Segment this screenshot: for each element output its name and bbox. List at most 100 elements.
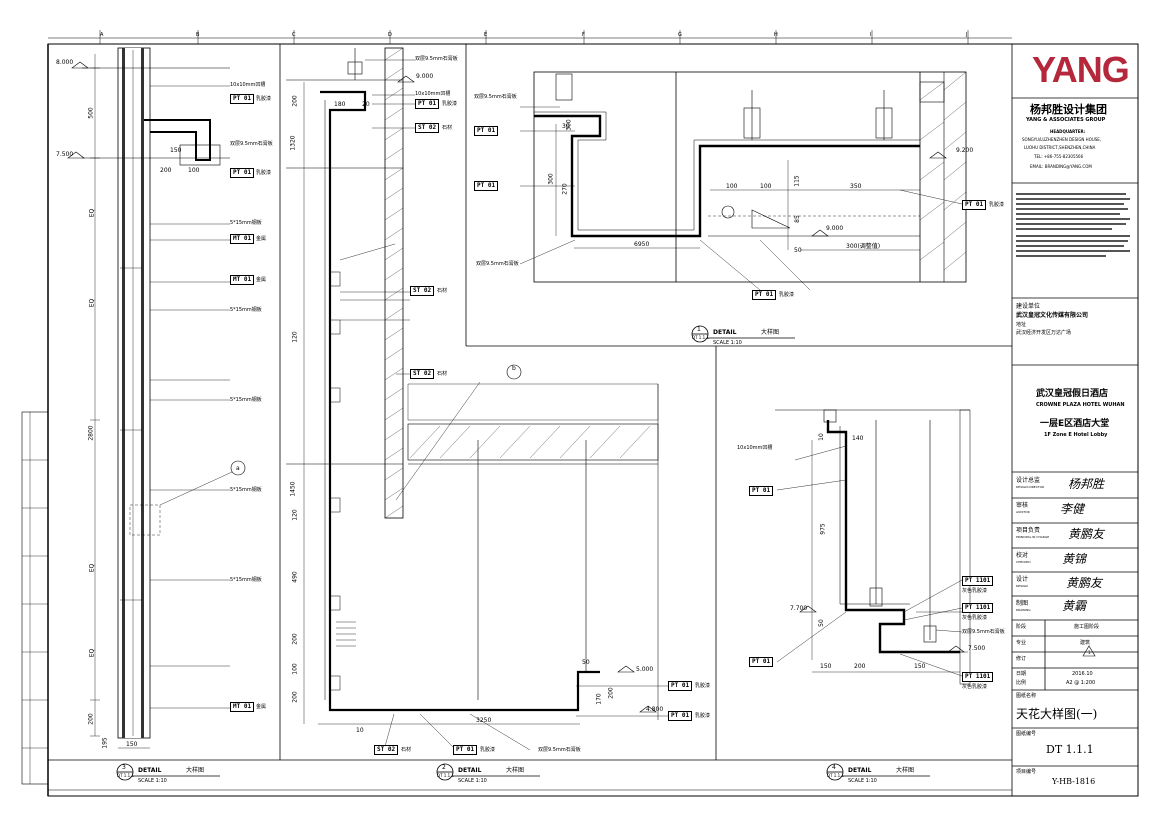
material-tag-pt01: PT 01: [415, 99, 440, 109]
material-tag-st02: ST 02: [374, 745, 399, 755]
discipline-value: 建筑: [1080, 640, 1091, 646]
grid-label: C: [292, 32, 296, 38]
material-tag-st02: ST 02: [415, 123, 440, 133]
dimension: 1320: [289, 135, 297, 151]
brand-logo: YANG: [1032, 49, 1130, 90]
grid-label: J: [966, 32, 968, 38]
material-desc: 金属: [256, 236, 267, 242]
material-tag-pt01: PT 01: [230, 94, 255, 104]
grid-label: I: [870, 32, 872, 38]
dimension: 10: [817, 433, 825, 441]
project-number-label: 项目编号: [1016, 769, 1037, 775]
notes-block: [1016, 190, 1134, 290]
address: 武汉经济开发区万达广场: [1016, 330, 1072, 336]
detail-3-sheet: DT 1.1.1: [117, 773, 134, 778]
detail-3-drawing: [82, 47, 246, 749]
signoff-label: 审核: [1016, 502, 1029, 509]
dimension: 200: [291, 633, 299, 645]
material-desc: 乳胶漆: [695, 713, 711, 719]
dimension: 50: [582, 659, 590, 666]
material-note: 10x10mm凹槽: [415, 91, 451, 97]
scale-value: A2 @ 1:200: [1066, 680, 1096, 686]
material-desc: 灰色乳胶漆: [962, 588, 988, 594]
section-callout-a: a: [236, 465, 240, 472]
dimension: 10: [356, 727, 364, 734]
material-note: 5*15mm钢板: [230, 307, 262, 313]
elevation-label: 9.000: [826, 225, 844, 232]
dimension: 30: [562, 123, 570, 130]
material-tag-pt01: PT 01: [962, 200, 987, 210]
dimension: 150: [820, 663, 832, 670]
signoff-label: 制图: [1016, 600, 1029, 607]
stage-label: 阶段: [1016, 624, 1027, 630]
material-note: 10x10mm凹槽: [230, 82, 266, 88]
elevation-label: 8.000: [56, 59, 74, 66]
address-label: 地址: [1016, 322, 1027, 328]
material-tag-mt01: MT 01: [230, 234, 255, 244]
hotel-name-cn: 武汉皇冠假日酒店: [1036, 389, 1109, 399]
signoff-label-en: DRAWING: [1016, 608, 1031, 612]
detail-1-title: DETAIL: [713, 329, 737, 336]
detail-2-title: DETAIL: [458, 767, 482, 774]
signature: 黄鹏友: [1066, 576, 1103, 590]
material-desc: 乳胶漆: [480, 747, 496, 753]
dimension: 2800: [87, 425, 95, 441]
material-tag-pt01: PT 01: [668, 681, 693, 691]
material-desc: 乳胶漆: [695, 683, 711, 689]
dimension: 100: [291, 663, 299, 675]
signature: 杨邦胜: [1068, 477, 1105, 491]
signature: 黄锦: [1062, 552, 1087, 566]
dimension: 200: [854, 663, 866, 670]
hq-line: LUOHU DISTRICT,SHENZHEN,CHINA: [1024, 145, 1096, 150]
material-note: 双层9.5mm石膏板: [538, 747, 581, 753]
dimension: 120: [291, 331, 299, 343]
dimension: 3250: [476, 717, 492, 724]
dimension: 200: [87, 713, 95, 725]
dimension: EQ: [88, 208, 96, 218]
dimension: 300(调整值): [846, 243, 881, 250]
elevation-label: 9.000: [416, 73, 434, 80]
dimension: 200: [291, 691, 299, 703]
detail-4-sheet: DT 1.1.1: [827, 773, 844, 778]
material-note: 双层9.5mm石膏板: [230, 141, 273, 147]
detail-3-title-cn: 大样图: [186, 767, 205, 774]
material-desc: 石材: [437, 371, 448, 377]
dimension: EQ: [88, 648, 96, 658]
grid-label: B: [196, 32, 200, 38]
revision-label: 修订: [1016, 656, 1027, 662]
signoff-label-en: DESIGN: [1016, 584, 1028, 588]
material-tag-mt01: MT 01: [230, 702, 255, 712]
signoff-label-en: CHECKED: [1016, 560, 1031, 564]
dimension: 300: [547, 173, 555, 185]
material-note: 5*15mm钢板: [230, 397, 262, 403]
dimension: 100: [760, 183, 772, 190]
signoff-label: 设计: [1016, 576, 1029, 583]
dimension: 200: [607, 687, 615, 699]
dimension: 150: [126, 741, 138, 748]
discipline-label: 专业: [1016, 640, 1027, 646]
dimension: 150: [914, 663, 926, 670]
detail-4-scale: SCALE 1:10: [848, 778, 877, 784]
hq-line: EMAIL: BRANDING@YANG.COM: [1030, 164, 1092, 169]
material-tag-pt01: PT 01: [668, 711, 693, 721]
dimension: 140: [852, 435, 864, 442]
material-tag-pt01: PT 01: [752, 290, 777, 300]
client-name: 武汉皇冠文化传媒有限公司: [1016, 312, 1089, 319]
detail-4-title: DETAIL: [848, 767, 872, 774]
dimension: 490: [291, 571, 299, 583]
material-tag-st02: ST 02: [410, 369, 435, 379]
material-desc: 乳胶漆: [442, 101, 458, 107]
revision-triangle-icon: [1082, 645, 1096, 657]
drawing-title-label: 图纸名称: [1016, 693, 1037, 699]
detail-2-scale: SCALE 1:10: [458, 778, 487, 784]
material-note: 5*15mm钢板: [230, 487, 262, 493]
project-number: Y-HB-1816: [1052, 777, 1096, 786]
dimension: 120: [291, 509, 299, 521]
dimension: 500: [87, 107, 95, 119]
material-tag-st02: ST 02: [410, 286, 435, 296]
detail-2-drawing: [286, 47, 668, 751]
detail-1-drawing: [519, 71, 967, 291]
area-name-cn: 一层E区酒店大堂: [1040, 419, 1110, 429]
dimension: EQ: [88, 298, 96, 308]
